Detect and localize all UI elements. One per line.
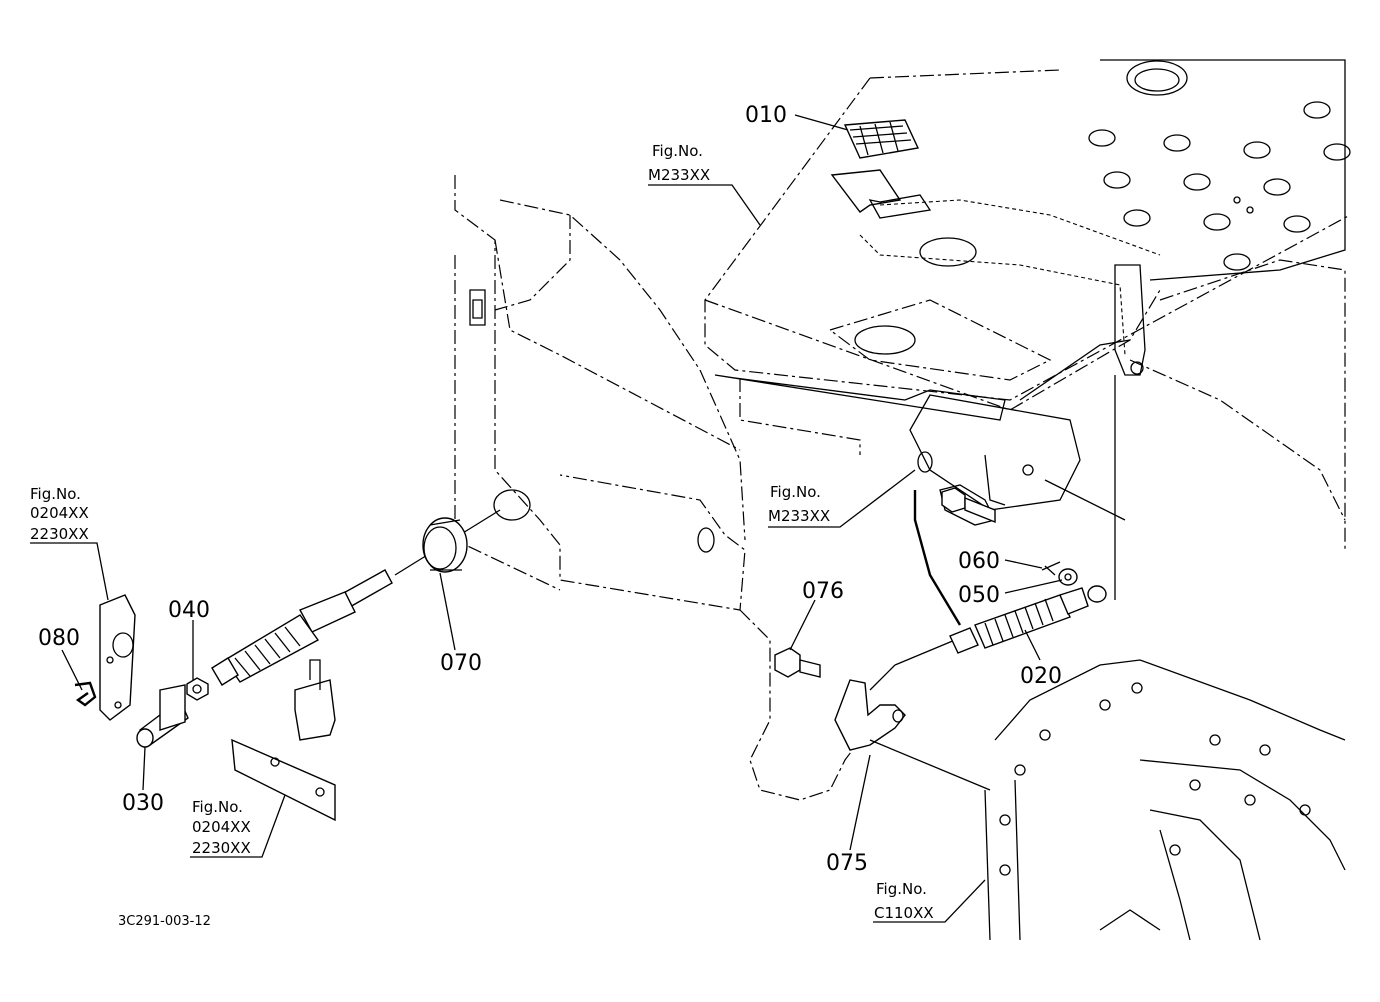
dash-panel	[454, 175, 746, 611]
fig-ref-title: Fig.No.	[770, 483, 821, 501]
fig-ref-code: M233XX	[768, 507, 830, 525]
part-label-070: 070	[440, 651, 482, 676]
part-070-grommet[interactable]	[422, 517, 468, 573]
cable-left-assembly	[211, 509, 861, 801]
part-076-bolt[interactable]	[774, 647, 821, 678]
pedal-bracket	[714, 374, 1126, 526]
part-label-080: 080	[38, 626, 80, 651]
part-label-076: 076	[802, 579, 844, 604]
fig-ref-title: Fig.No.	[192, 798, 243, 816]
fig-ref-code: C110XX	[874, 904, 934, 922]
part-030-link[interactable]	[136, 684, 189, 748]
part-020-cable[interactable]	[894, 490, 1107, 666]
case-bosses	[1088, 101, 1351, 271]
fig-ref-code: M233XX	[648, 166, 710, 184]
part-label-060: 060	[958, 549, 1000, 574]
fig-ref-code: 2230XX	[192, 839, 251, 857]
transmission-case	[1088, 59, 1351, 550]
fig-ref-code: 0204XX	[192, 818, 251, 836]
fig-ref-code: 2230XX	[30, 525, 89, 543]
pedal-lever	[1019, 264, 1146, 600]
part-label-075: 075	[826, 851, 868, 876]
part-label-010: 010	[745, 103, 787, 128]
fig-ref-m233-mid[interactable]: Fig.No. M233XX	[768, 483, 830, 525]
part-label-040: 040	[168, 598, 210, 623]
arm-plate-left	[99, 594, 136, 721]
fig-ref-title: Fig.No.	[652, 142, 703, 160]
fig-ref-code: 0204XX	[30, 504, 89, 522]
part-040-nut[interactable]	[186, 677, 209, 701]
part-075-clamp[interactable]	[834, 664, 906, 751]
diagram-code: 3C291-003-12	[118, 914, 211, 929]
fig-ref-c110[interactable]: Fig.No. C110XX	[874, 880, 934, 922]
fig-ref-m233-top[interactable]: Fig.No. M233XX	[648, 142, 710, 184]
part-060-pin[interactable]	[1041, 561, 1061, 576]
bottom-bracket	[231, 659, 336, 822]
fig-ref-0204-left[interactable]: Fig.No. 0204XX 2230XX	[30, 485, 89, 543]
part-label-050: 050	[958, 583, 1000, 608]
fig-ref-title: Fig.No.	[876, 880, 927, 898]
part-label-030: 030	[122, 791, 164, 816]
fig-ref-0204-bottom[interactable]: Fig.No. 0204XX 2230XX	[192, 798, 251, 857]
figure-references: Fig.No. M233XX Fig.No. M233XX Fig.No. 02…	[30, 142, 934, 922]
part-080-clip[interactable]	[74, 681, 97, 707]
part-050-washer[interactable]	[1058, 568, 1078, 586]
lower-housing	[984, 659, 1346, 941]
leader-lines	[30, 114, 1063, 923]
part-labels: 010 020 030 040 050 060 070 075 076 080	[38, 103, 1062, 876]
floor-platform	[704, 69, 1351, 455]
part-010-pedal-pad[interactable]	[830, 119, 932, 219]
fig-ref-title: Fig.No.	[30, 485, 81, 503]
bracket-bolt	[941, 487, 996, 524]
part-label-020: 020	[1020, 664, 1062, 689]
